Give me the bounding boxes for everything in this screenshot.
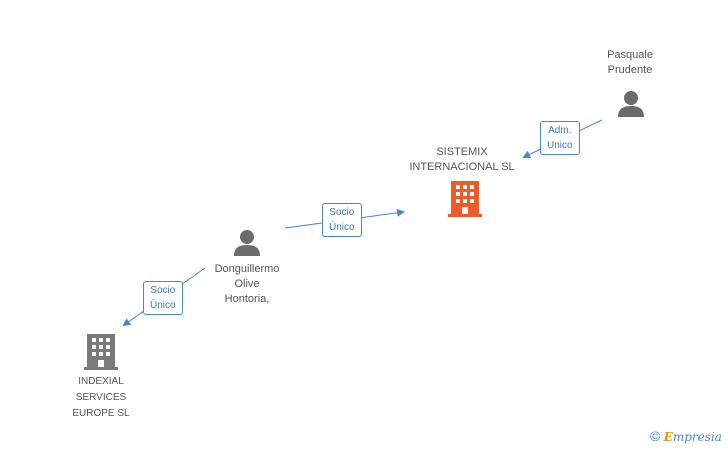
- building-icon[interactable]: [84, 334, 118, 370]
- node-label-pasquale[interactable]: Pasquale Prudente: [585, 48, 675, 78]
- node-label-line: SISTEMIX: [436, 146, 488, 158]
- copyright-icon: ©: [650, 428, 661, 444]
- node-label-line: Olive: [234, 278, 260, 290]
- node-label-line: SERVICES: [75, 392, 127, 403]
- node-label-line: INDEXIAL: [78, 376, 124, 387]
- edge-label-socio-unico-sistemix: Socio Único: [322, 203, 362, 237]
- node-label-line: EUROPE SL: [72, 408, 130, 419]
- edge-label-socio-unico-indexial: Socio Único: [143, 281, 183, 315]
- edge-label-line: Unico: [547, 140, 573, 151]
- person-icon[interactable]: [616, 89, 646, 119]
- edge-label-line: Adm.: [548, 125, 572, 136]
- building-icon[interactable]: [448, 181, 482, 217]
- edge-label-line: Único: [329, 222, 355, 233]
- edge-label-adm-unico: Adm. Unico: [540, 121, 580, 155]
- edge-label-line: Socio: [150, 285, 176, 296]
- node-label-line: INTERNACIONAL SL: [409, 161, 515, 173]
- person-icon[interactable]: [232, 228, 262, 258]
- edge-label-line: Socio: [329, 207, 355, 218]
- brand-initial: E: [663, 430, 673, 444]
- brand-name: mpresia: [672, 430, 722, 444]
- edge-label-line: Único: [150, 300, 176, 311]
- node-label-donguillermo[interactable]: Donguillermo Olive Hontoria,: [197, 262, 297, 307]
- node-label-line: Pasquale: [607, 49, 653, 61]
- node-label-line: Hontoria,: [224, 293, 270, 305]
- node-label-sistemix[interactable]: SISTEMIX INTERNACIONAL SL: [397, 145, 527, 175]
- empresia-logo[interactable]: © Empresia: [650, 428, 722, 444]
- node-label-line: Prudente: [607, 64, 653, 76]
- node-label-indexial[interactable]: INDEXIAL SERVICES EUROPE SL: [53, 374, 149, 422]
- node-label-line: Donguillermo: [214, 263, 280, 275]
